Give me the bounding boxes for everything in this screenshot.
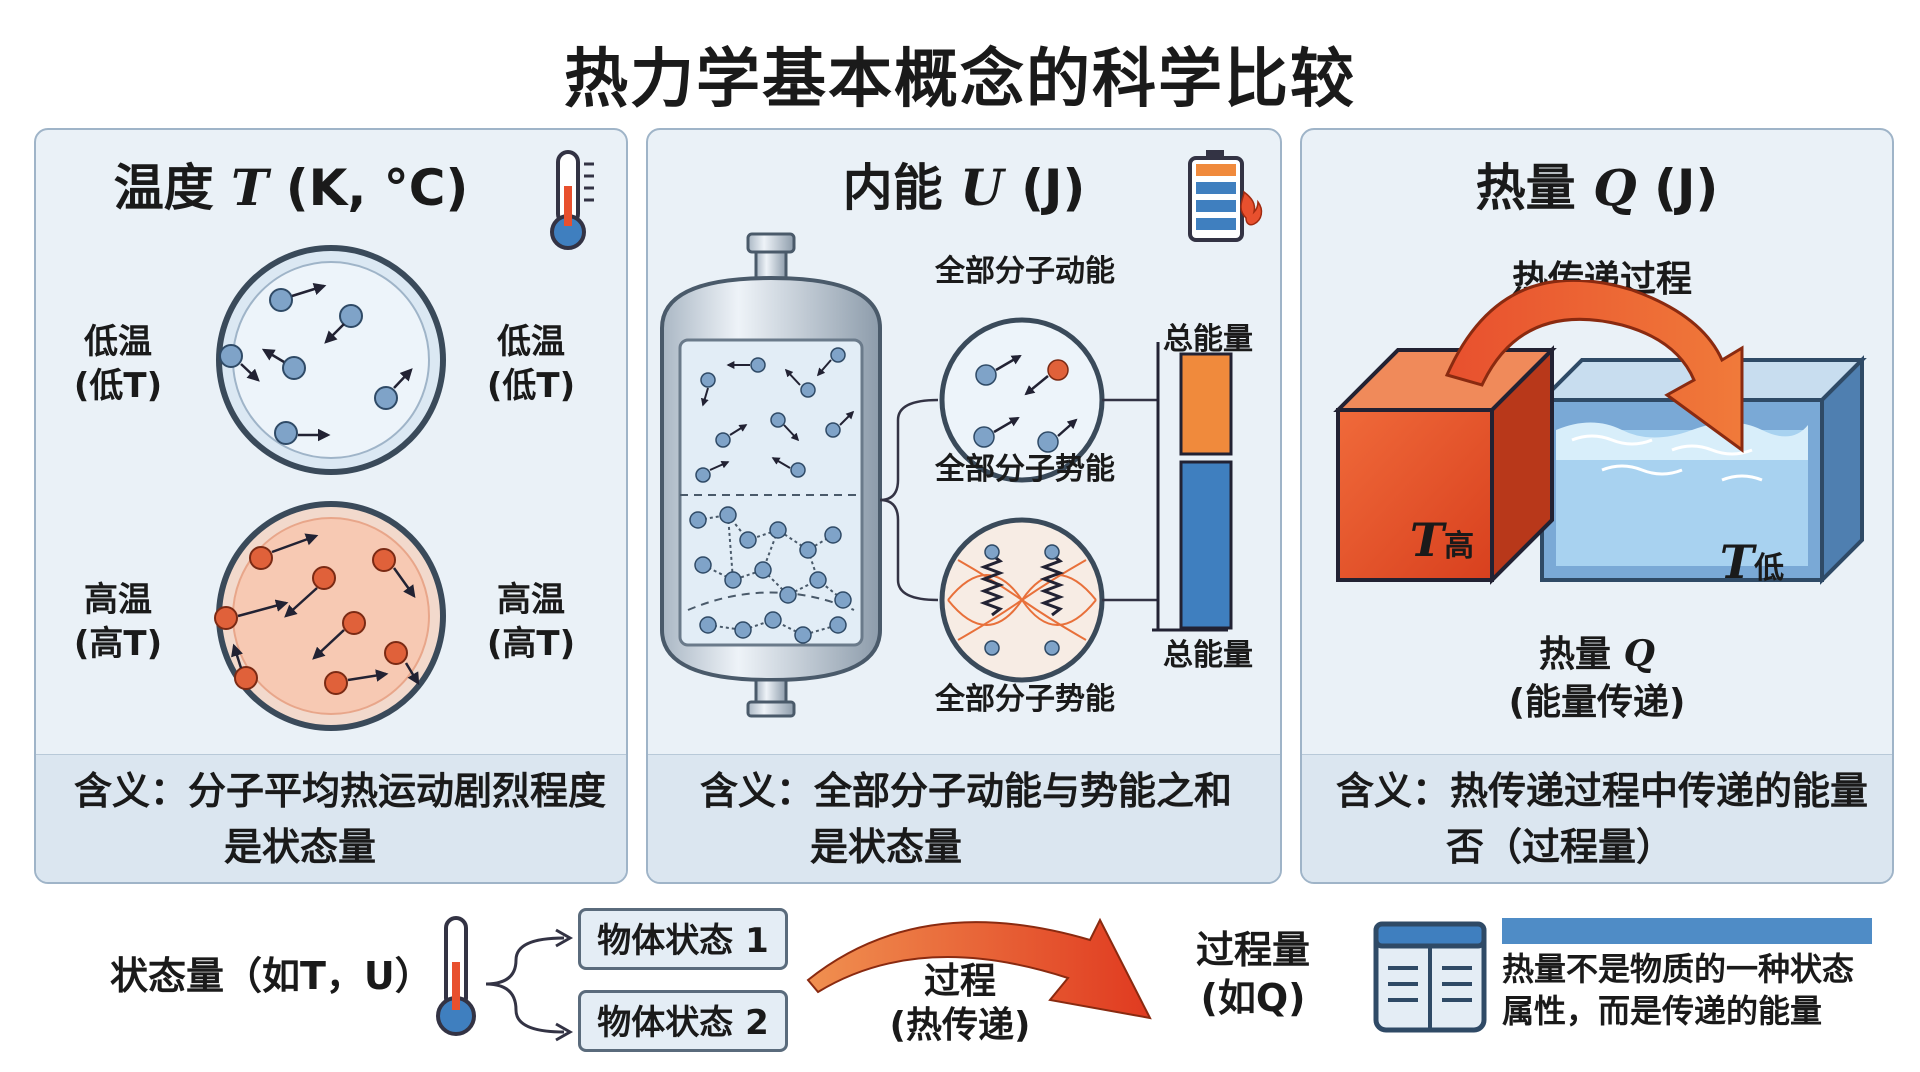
book-icon xyxy=(1373,921,1487,1033)
temperature-meaning-line1: 含义：分子平均热运动剧烈程度 xyxy=(74,769,607,813)
heat-heading: 热量 Q (J) xyxy=(1302,148,1892,220)
note-line2: 属性，而是传递的能量 xyxy=(1502,992,1823,1030)
heat-symbol: Q xyxy=(1593,158,1637,217)
heat-transfer-diagram xyxy=(1333,280,1867,585)
process-quantity-label: 过程量 (如Q) xyxy=(1178,926,1328,1022)
temperature-heading: 温度 T (K, °C) xyxy=(36,148,586,220)
process-label-line1: 过程 xyxy=(923,961,996,1002)
internal-energy-heading-text: 内能 xyxy=(842,159,943,217)
low-temp-circle xyxy=(216,245,446,475)
internal-energy-meaning-line1: 含义：全部分子动能与势能之和 xyxy=(700,769,1233,813)
low-temp-right-line2: (低T) xyxy=(486,366,576,406)
heat-q-label-line2: (能量传递) xyxy=(1508,682,1686,723)
low-temp-left-line1: 低温 xyxy=(84,322,152,362)
internal-energy-diagram xyxy=(660,232,1233,718)
high-temp-label-left: 高温 (高T) xyxy=(58,578,178,666)
state-quantity-label: 状态量（如T，U） xyxy=(110,954,433,998)
t-high-subscript: 高 xyxy=(1444,529,1475,564)
panel-heat: 热量 Q (J) 热传递过程 xyxy=(1300,128,1894,884)
low-temp-left-line2: (低T) xyxy=(73,366,163,406)
high-temp-left-line2: (高T) xyxy=(73,624,163,664)
temperature-unit: (K, °C) xyxy=(285,159,469,217)
total-energy-label-top: 总能量 xyxy=(1163,322,1253,357)
t-low-symbol: T xyxy=(1719,535,1755,589)
heat-meaning-line2: 否（过程量） xyxy=(1446,825,1675,869)
process-quantity-line1: 过程量 xyxy=(1195,928,1310,972)
t-high-label: T高 xyxy=(1372,517,1512,569)
cold-molecules xyxy=(219,288,398,445)
kinetic-label: 全部分子动能 xyxy=(935,254,1115,289)
temperature-symbol: T xyxy=(231,158,269,217)
heat-q-label-sym: Q xyxy=(1623,633,1655,675)
kinetic-energy-segment xyxy=(1179,352,1233,456)
t-high-symbol: T xyxy=(1409,513,1445,567)
total-energy-label-bottom: 总能量 xyxy=(1163,638,1253,673)
temperature-meaning-line2: 是状态量 xyxy=(224,825,377,869)
page-title: 热力学基本概念的科学比较 xyxy=(564,43,1356,117)
potential-energy-circle xyxy=(939,517,1105,683)
process-label-line2: (热传递) xyxy=(889,1005,1031,1046)
high-temp-left-line1: 高温 xyxy=(84,580,152,620)
heat-q-label: 热量 Q (能量传递) xyxy=(1447,630,1747,727)
process-quantity-line2: (如Q) xyxy=(1200,976,1306,1020)
hot-block xyxy=(1333,345,1557,585)
internal-energy-meaning: 含义：全部分子动能与势能之和 是状态量 xyxy=(648,754,1280,882)
state-branch-arrows xyxy=(486,928,574,1042)
battery-icon xyxy=(1188,150,1263,242)
internal-energy-heading: 内能 U (J) xyxy=(648,148,1280,220)
low-temp-label-right: 低温 (低T) xyxy=(471,320,591,408)
heat-meaning: 含义：热传递过程中传递的能量 否（过程量） xyxy=(1302,754,1892,882)
process-arrow xyxy=(806,917,1152,1020)
potential-label-mid: 全部分子势能 xyxy=(935,452,1115,487)
high-temp-label-right: 高温 (高T) xyxy=(471,578,591,666)
note-accent-bar xyxy=(1502,918,1872,944)
high-temp-right-line1: 高温 xyxy=(497,580,565,620)
note-line1: 热量不是物质的一种状态 xyxy=(1502,950,1855,988)
panel-temperature: 温度 T (K, °C) 低温 (低T) 低温 (低T) 高温 (高T) 高温 … xyxy=(34,128,628,884)
high-temp-right-line2: (高T) xyxy=(486,624,576,664)
thermometer-icon xyxy=(550,150,594,250)
internal-energy-symbol: U xyxy=(960,158,1004,217)
high-temp-circle xyxy=(214,501,446,731)
hot-molecules xyxy=(214,546,408,695)
bottom-thermometer-icon xyxy=(436,916,476,1036)
temperature-heading-text: 温度 xyxy=(113,159,214,217)
molecule-circles xyxy=(214,245,446,731)
note-text: 热量不是物质的一种状态 属性，而是传递的能量 xyxy=(1502,948,1902,1032)
state-box-1: 物体状态 1 xyxy=(578,908,788,970)
temperature-meaning: 含义：分子平均热运动剧烈程度 是状态量 xyxy=(36,754,626,882)
heat-heading-text: 热量 xyxy=(1475,159,1576,217)
flame-icon xyxy=(1240,190,1263,226)
internal-energy-unit: (J) xyxy=(1021,159,1086,217)
heat-q-label-cn: 热量 xyxy=(1539,634,1612,675)
potential-energy-segment xyxy=(1179,460,1233,630)
heat-transfer-arrow xyxy=(1444,280,1744,453)
internal-energy-meaning-line2: 是状态量 xyxy=(810,825,963,869)
t-low-label: T低 xyxy=(1682,539,1822,591)
low-temp-label-left: 低温 (低T) xyxy=(58,320,178,408)
low-temp-right-line1: 低温 xyxy=(497,322,565,362)
panel-internal-energy: 内能 U (J) xyxy=(646,128,1282,884)
total-energy-bar xyxy=(1152,342,1233,632)
potential-label-bottom: 全部分子势能 xyxy=(935,682,1115,717)
kinetic-energy-circle xyxy=(939,317,1105,483)
state-box-2: 物体状态 2 xyxy=(578,990,788,1052)
heat-unit: (J) xyxy=(1654,159,1719,217)
process-label: 过程 (热传递) xyxy=(860,960,1060,1048)
t-low-subscript: 低 xyxy=(1754,551,1785,586)
heat-meaning-line1: 含义：热传递过程中传递的能量 xyxy=(1336,769,1869,813)
gas-tank xyxy=(660,232,882,718)
